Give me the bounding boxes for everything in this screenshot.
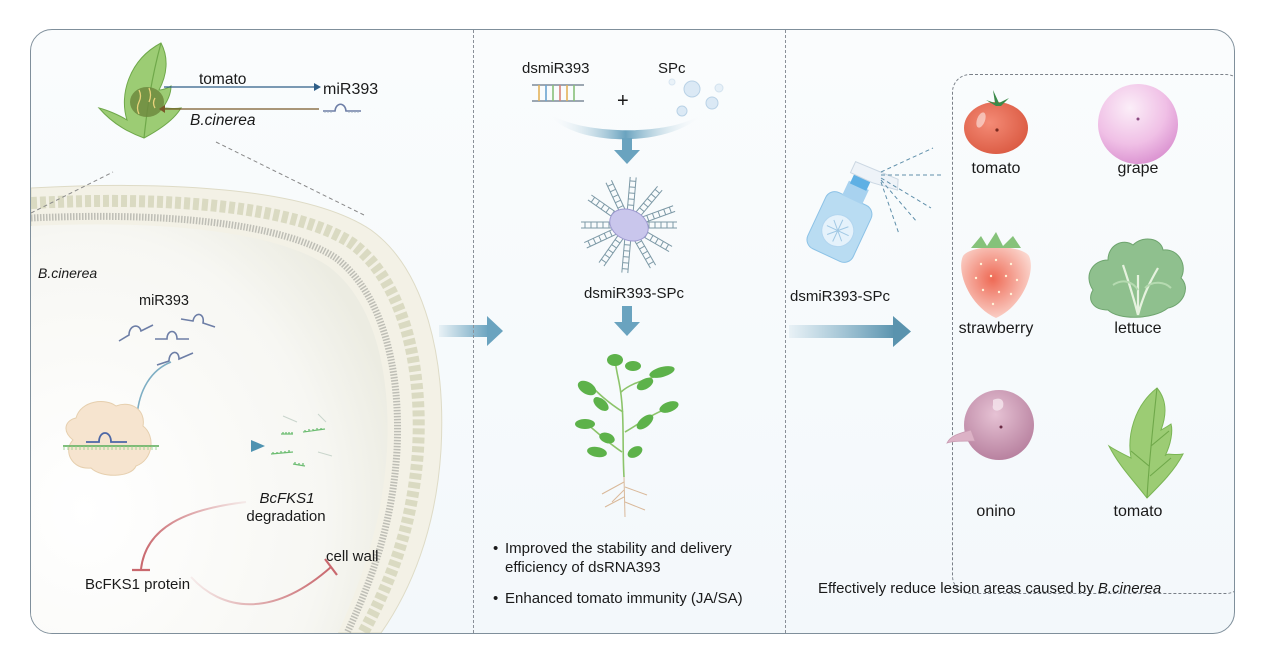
caption-pathogen: B.cinerea [1097, 580, 1162, 597]
inhibition-bcfks1-protein [132, 501, 247, 572]
divider-right [785, 30, 786, 633]
caption-text: Effectively reduce lesion areas caused b… [818, 580, 1098, 597]
label-bcinerea-cell: B.cinerea [38, 265, 98, 281]
inhibition-cell-wall [190, 558, 338, 606]
onion-icon [946, 390, 1034, 460]
label-complex: dsmiR393-SPc [584, 285, 685, 302]
spc-nanoparticles-icon [668, 78, 724, 117]
tomato-plant-icon [575, 354, 679, 518]
dsmir393-spc-complex-icon [580, 176, 677, 274]
label-bcfks1-gene: BcFKS1 [259, 490, 315, 507]
label-mir393-top: miR393 [323, 81, 379, 98]
complex-to-plant-arrow [614, 306, 640, 336]
spray-bottle-icon [806, 161, 899, 263]
label-spc: SPc [658, 60, 686, 77]
degraded-mrna-fragments-icon [270, 413, 333, 467]
mirna-strand-icon [323, 103, 361, 113]
figure-frame: tomato miR393 B.cinerea B.cinerea miR393 [30, 29, 1235, 634]
risc-complex-icon [63, 401, 159, 476]
label-mir393-cell: miR393 [139, 293, 189, 309]
label-bcfks1-protein: BcFKS1 protein [85, 576, 191, 593]
target-label-strawberry: strawberry [958, 320, 1034, 337]
target-label-lettuce: lettuce [1114, 320, 1162, 337]
infected-leaf-icon [97, 42, 182, 139]
mixing-arc [548, 113, 703, 140]
left-to-middle-arrow [439, 316, 503, 346]
spray-arrow [789, 316, 911, 347]
benefit-item: Enhanced tomato immunity (JA/SA) [493, 589, 793, 608]
tomato-to-mirna-arrow [164, 83, 321, 91]
label-dsmir393: dsmiR393 [522, 60, 590, 77]
label-tomato-source: tomato [199, 71, 247, 88]
outcome-caption: Effectively reduce lesion areas caused b… [818, 580, 1161, 597]
label-degradation: degradation [246, 508, 326, 525]
benefit-item: Improved the stability and delivery effi… [493, 539, 793, 577]
divider-left [473, 30, 474, 633]
cleavage-arrow [171, 440, 265, 452]
fungal-cell-wall [31, 141, 443, 633]
benefit-list: Improved the stability and delivery effi… [493, 539, 793, 620]
plus-sign: + [617, 90, 629, 112]
grape-icon [1098, 84, 1178, 164]
label-bcinerea-top: B.cinerea [190, 112, 256, 129]
bcinerea-uptake-arrow [159, 105, 319, 113]
target-label-onion: onino [976, 503, 1016, 520]
label-spray: dsmiR393-SPc [790, 288, 891, 305]
dsrna-icon [532, 84, 584, 102]
crop-targets-box [952, 74, 1234, 594]
label-cell-wall: cell wall [326, 548, 379, 565]
spray-mist-lines [880, 147, 943, 235]
tomato-leaf-icon [1107, 387, 1184, 499]
target-label-grape: grape [1117, 160, 1159, 177]
mirna-molecules-icon [118, 313, 216, 366]
strawberry-icon [961, 232, 1031, 318]
tomato-fruit-icon [964, 90, 1028, 154]
target-label-tomato-leaf: tomato [1113, 503, 1163, 520]
lettuce-icon [1088, 238, 1186, 318]
target-label-tomato-fruit: tomato [971, 160, 1021, 177]
mix-down-arrow [614, 138, 640, 164]
